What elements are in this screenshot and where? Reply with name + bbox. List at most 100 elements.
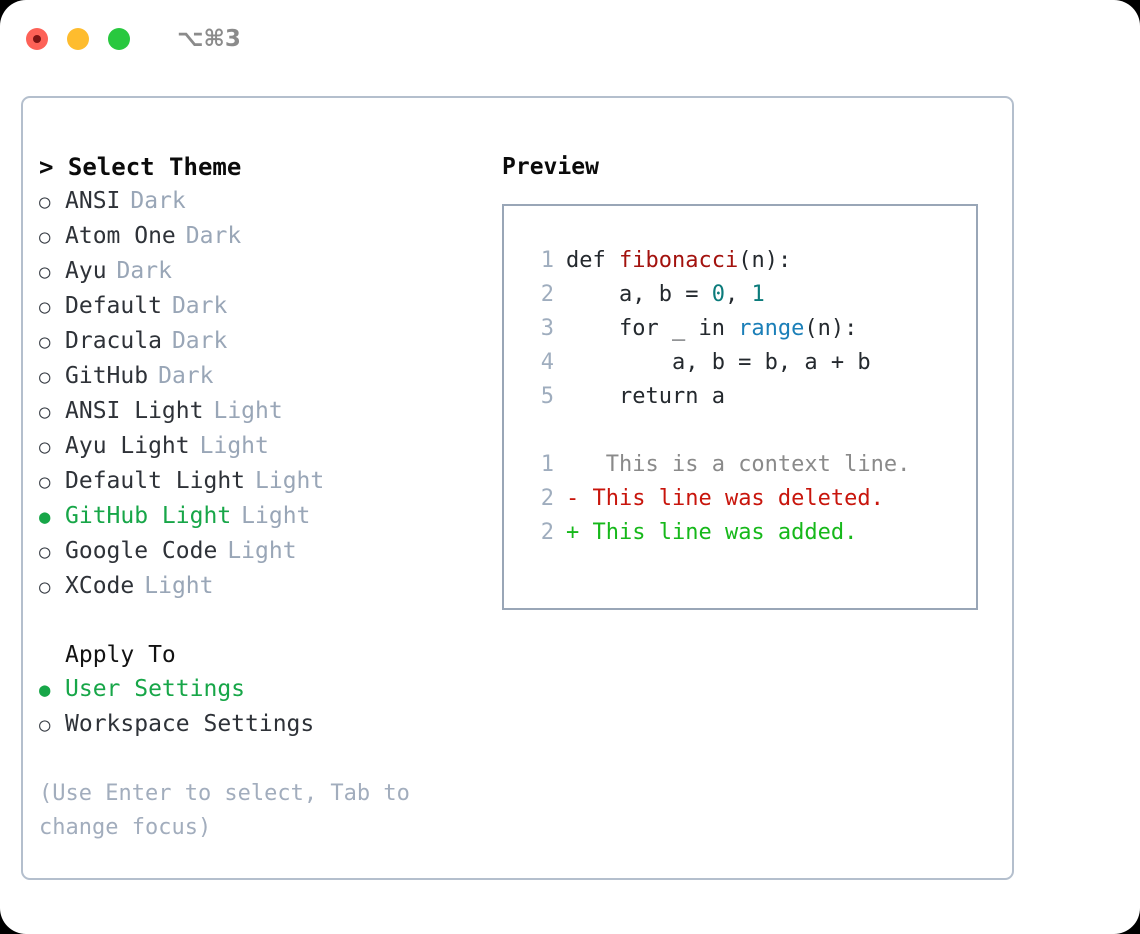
code-line-text: a, b = b, a + b xyxy=(566,346,871,380)
traffic-lights xyxy=(26,28,130,50)
diff-line: 1 This is a context line. xyxy=(520,448,970,482)
theme-option-label: Google Code xyxy=(65,538,218,564)
radio-unselected-icon[interactable]: ○ xyxy=(39,296,51,318)
theme-variant-tag: Dark xyxy=(158,363,214,389)
theme-variant-tag: Dark xyxy=(171,328,228,354)
apply-to-option[interactable]: ● User Settings xyxy=(39,672,489,707)
code-token: (n): xyxy=(804,316,858,341)
code-line-text: for _ in range(n): xyxy=(566,312,857,346)
theme-option-label: ANSI Light xyxy=(65,398,204,424)
radio-unselected-icon[interactable]: ○ xyxy=(39,436,51,458)
diff-marker xyxy=(566,448,579,482)
radio-unselected-icon[interactable]: ○ xyxy=(39,261,51,283)
code-token: a, b = b, a + b xyxy=(566,350,871,375)
theme-variant-tag: Dark xyxy=(130,188,186,214)
theme-option[interactable]: ○ ANSI Dark xyxy=(39,184,489,219)
theme-variant-tag: Light xyxy=(255,468,325,494)
line-number: 5 xyxy=(540,384,554,409)
radio-unselected-icon[interactable]: ○ xyxy=(39,541,51,563)
theme-option[interactable]: ● GitHub Light Light xyxy=(39,499,489,534)
theme-option-label: Ayu Light xyxy=(65,433,190,459)
theme-option-label: Default xyxy=(65,293,162,319)
code-line-text: a, b = 0, 1 xyxy=(566,278,765,312)
code-line: 5 return a xyxy=(520,380,970,414)
radio-unselected-icon[interactable]: ○ xyxy=(39,226,51,248)
radio-selected-icon[interactable]: ● xyxy=(39,679,51,701)
keyboard-shortcut-label: ⌥⌘3 xyxy=(177,26,241,52)
apply-to-option[interactable]: ○ Workspace Settings xyxy=(39,707,489,742)
theme-option[interactable]: ○ Atom One Dark xyxy=(39,219,489,254)
theme-option[interactable]: ○ XCode Light xyxy=(39,569,489,604)
theme-option-label: GitHub Light xyxy=(65,503,232,529)
diff-line-number: 2 xyxy=(540,520,554,545)
theme-option-label: Atom One xyxy=(65,223,176,249)
radio-unselected-icon[interactable]: ○ xyxy=(39,576,51,598)
diff-marker: + xyxy=(566,520,580,545)
theme-variant-tag: Light xyxy=(144,573,214,599)
apply-to-list[interactable]: ● User Settings ○ Workspace Settings xyxy=(39,672,489,742)
theme-option[interactable]: ○ Ayu Dark xyxy=(39,254,489,289)
radio-unselected-icon[interactable]: ○ xyxy=(39,714,51,736)
theme-variant-tag: Light xyxy=(227,538,297,564)
keyboard-hint-text: (Use Enter to select, Tab to change focu… xyxy=(39,781,424,840)
code-token: def xyxy=(566,248,619,273)
radio-selected-icon[interactable]: ● xyxy=(39,506,51,528)
preview-heading: Preview xyxy=(502,154,599,180)
diff-line: 2 + This line was added. xyxy=(520,516,970,550)
diff-line-text: This line was deleted. xyxy=(579,486,884,511)
theme-option-label: Ayu xyxy=(65,258,107,284)
code-line: 2 a, b = 0, 1 xyxy=(520,278,970,312)
code-token: a, b = xyxy=(566,282,712,307)
theme-option-label: XCode xyxy=(65,573,135,599)
theme-option-label: GitHub xyxy=(65,363,149,389)
theme-variant-tag: Dark xyxy=(185,223,242,249)
code-token: fibonacci xyxy=(618,248,739,273)
code-token: 1 xyxy=(751,282,765,307)
theme-variant-tag: Dark xyxy=(171,293,228,319)
apply-to-option-label: User Settings xyxy=(65,676,246,702)
zoom-button[interactable] xyxy=(108,28,130,50)
code-line: 4 a, b = b, a + b xyxy=(520,346,970,380)
theme-variant-tag: Light xyxy=(199,433,269,459)
line-number: 1 xyxy=(540,248,554,273)
theme-option-label: ANSI xyxy=(65,188,121,214)
radio-unselected-icon[interactable]: ○ xyxy=(39,366,51,388)
diff-line-text: This line was added. xyxy=(579,520,858,545)
minimize-button[interactable] xyxy=(67,28,89,50)
code-line: 3 for _ in range(n): xyxy=(520,312,970,346)
code-line: 1 def fibonacci(n): xyxy=(520,244,970,278)
close-button[interactable] xyxy=(26,28,48,50)
code-token: range xyxy=(738,316,805,341)
theme-variant-tag: Light xyxy=(241,503,311,529)
diff-line: 2- This line was deleted. xyxy=(520,482,970,516)
code-token: 0 xyxy=(711,282,725,307)
theme-option[interactable]: ○ Google Code Light xyxy=(39,534,489,569)
diff-sample: 1 This is a context line.2- This line wa… xyxy=(520,448,970,550)
radio-unselected-icon[interactable]: ○ xyxy=(39,331,51,353)
radio-unselected-icon[interactable]: ○ xyxy=(39,401,51,423)
theme-variant-tag: Dark xyxy=(116,258,172,284)
code-token: (n): xyxy=(738,248,792,273)
theme-option[interactable]: ○ Ayu Light Light xyxy=(39,429,489,464)
radio-unselected-icon[interactable]: ○ xyxy=(39,191,51,213)
line-number: 3 xyxy=(540,316,554,341)
theme-option[interactable]: ○ Default Dark xyxy=(39,289,489,324)
select-theme-heading: > Select Theme xyxy=(39,153,242,181)
apply-to-heading: Apply To xyxy=(65,642,176,668)
title-bar: ⌥⌘3 xyxy=(0,0,1140,78)
radio-unselected-icon[interactable]: ○ xyxy=(39,471,51,493)
theme-option[interactable]: ○ GitHub Dark xyxy=(39,359,489,394)
apply-to-option-label: Workspace Settings xyxy=(65,711,315,737)
code-token: , xyxy=(724,282,752,307)
diff-line-number: 1 xyxy=(540,452,554,477)
